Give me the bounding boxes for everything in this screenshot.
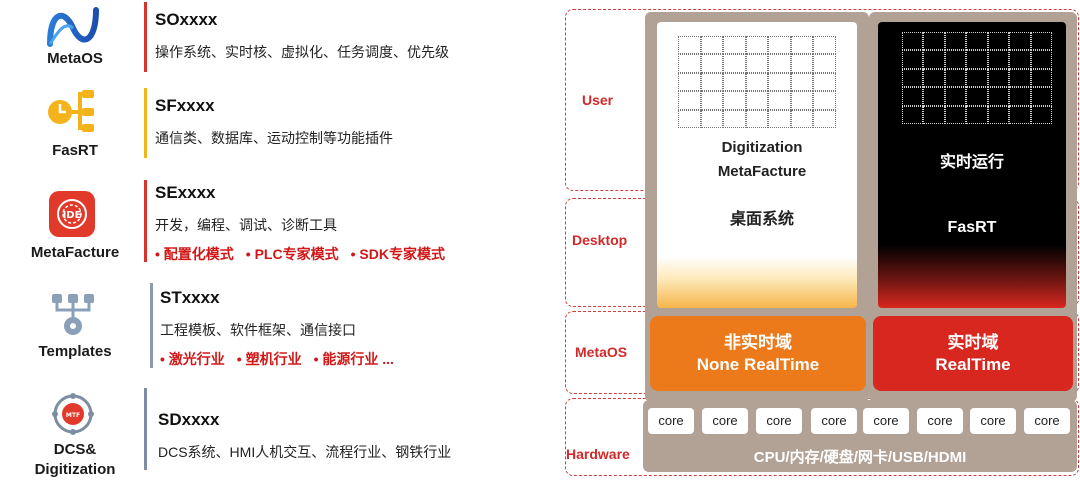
cpu-core: core [811, 408, 857, 434]
cpu-core: core [1024, 408, 1070, 434]
product-code: SOxxxx [155, 10, 218, 29]
layer-label-user: User [582, 92, 614, 108]
layer-label-metaos: MetaOS [575, 344, 628, 360]
ide-logo-icon: IDE [46, 188, 100, 242]
svg-text:MTF: MTF [66, 412, 80, 419]
cpu-core: core [917, 408, 963, 434]
accent-divider [144, 2, 147, 72]
product-name-fasrt: FasRT [52, 142, 98, 159]
metaos-logo-icon [46, 2, 100, 56]
product-code: STxxxx [160, 288, 220, 307]
product-code: SDxxxx [158, 410, 220, 429]
non-realtime-cn: 非实时域 [724, 332, 792, 352]
ui-grid-dark [902, 32, 1052, 124]
product-name-templates: Templates [38, 343, 112, 360]
cpu-core: core [970, 408, 1016, 434]
product-description: 工程模板、软件框架、通信接口 [160, 322, 356, 338]
mode-item: 激光行业 [160, 351, 225, 367]
product-description: 开发，编程、调试、诊断工具 [155, 217, 337, 233]
accent-divider [144, 88, 147, 158]
product-name-metafacture: MetaFacture [30, 244, 120, 261]
product-description: DCS系统、HMI人机交互、流程行业、钢铁行业 [158, 444, 452, 460]
templates-logo-icon [46, 288, 100, 342]
product-name-digitization: Digitization [34, 461, 116, 478]
accent-divider [144, 180, 147, 262]
product-description: 通信类、数据库、运动控制等功能插件 [155, 130, 393, 146]
cpu-core: core [702, 408, 748, 434]
realtime-run-label: 实时运行 [939, 154, 1004, 171]
fasrt-logo-icon [46, 84, 100, 138]
mode-item: 配置化模式 [155, 246, 234, 262]
fasrt-label: FasRT [947, 219, 997, 236]
cpu-core: core [863, 408, 909, 434]
panel-line-digitization: Digitization [721, 139, 803, 156]
ui-grid [678, 36, 836, 128]
mode-item: 能源行业 ... [314, 351, 394, 367]
realtime-cn: 实时域 [947, 332, 999, 352]
product-name-dcs: DCS& [53, 441, 97, 458]
desktop-panel [657, 22, 857, 308]
cpu-core: core [756, 408, 802, 434]
svg-text:IDE: IDE [63, 210, 82, 221]
accent-divider [144, 388, 147, 470]
product-description: 操作系统、实时核、虚拟化、任务调度、优先级 [155, 44, 449, 60]
product-code: SFxxxx [155, 96, 215, 115]
mode-item: SDK专家模式 [351, 246, 445, 262]
desktop-system-label: 桌面系统 [729, 211, 794, 228]
product-code: SExxxx [155, 183, 216, 202]
product-modes: 激光行业塑机行业能源行业 ... [160, 349, 406, 369]
non-realtime-domain: 非实时域 None RealTime [650, 316, 866, 391]
dcs-logo-icon: MTF [46, 392, 100, 446]
realtime-en: RealTime [935, 354, 1011, 374]
non-realtime-en: None RealTime [696, 354, 820, 374]
accent-divider [150, 283, 153, 368]
product-name-metaos: MetaOS [47, 50, 103, 67]
layer-label-hardware: Hardware [566, 446, 630, 462]
mode-item: 塑机行业 [237, 351, 302, 367]
mode-item: PLC专家模式 [246, 246, 339, 262]
realtime-domain: 实时域 RealTime [873, 316, 1073, 391]
cpu-core: core [648, 408, 694, 434]
panel-line-metafacture: MetaFacture [717, 163, 807, 180]
layer-label-desktop: Desktop [572, 232, 628, 248]
product-modes: 配置化模式 PLC专家模式 SDK专家模式 [155, 244, 457, 264]
hardware-components-label: CPU/内存/硬盘/网卡/USB/HDMI [753, 449, 967, 466]
